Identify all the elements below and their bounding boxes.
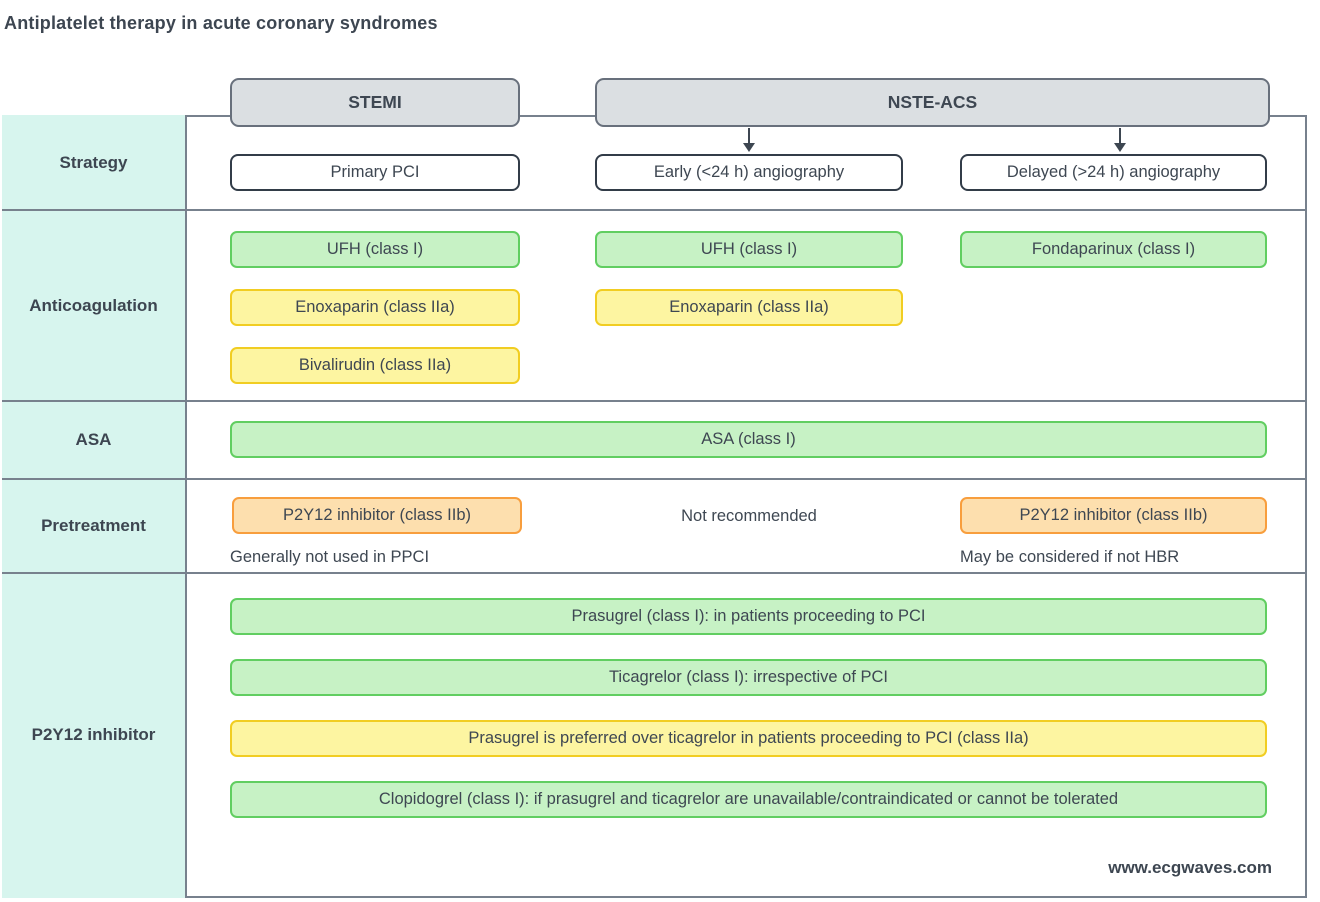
- arrow-shaft: [748, 128, 750, 143]
- arrow-down-icon: [1112, 128, 1128, 152]
- row-divider: [2, 209, 1307, 211]
- arrow-head: [1114, 143, 1126, 152]
- row-divider: [2, 400, 1307, 402]
- row-label-anticoagulation: Anticoagulation: [29, 295, 158, 315]
- row-label-column: [2, 115, 187, 898]
- p2y12-box-prasugrel: Prasugrel (class I): in patients proceed…: [230, 598, 1267, 635]
- p2y12-box-ticagrelor: Ticagrelor (class I): irrespective of PC…: [230, 659, 1267, 696]
- pretreatment-text-early: Not recommended: [681, 506, 817, 525]
- p2y12-box-clopidogrel: Clopidogrel (class I): if prasugrel and …: [230, 781, 1267, 818]
- row-label-p2y12: P2Y12 inhibitor: [31, 725, 156, 744]
- row-divider: [2, 478, 1307, 480]
- drug-box-fondaparinux-delayed: Fondaparinux (class I): [960, 231, 1267, 268]
- drug-box-enoxaparin-stemi: Enoxaparin (class IIa): [230, 289, 520, 326]
- row-label-pretreatment: Pretreatment: [41, 516, 146, 535]
- arrow-shaft: [1119, 128, 1121, 143]
- drug-box-asa: ASA (class I): [230, 421, 1267, 458]
- header-box-nste-acs: NSTE-ACS: [595, 78, 1270, 127]
- strategy-box-primary-pci: Primary PCI: [230, 154, 520, 191]
- pretreatment-note-stemi: Generally not used in PPCI: [230, 548, 430, 566]
- strategy-box-early-angiography: Early (<24 h) angiography: [595, 154, 903, 191]
- arrow-head: [743, 143, 755, 152]
- drug-box-ufh-stemi: UFH (class I): [230, 231, 520, 268]
- row-divider: [2, 572, 1307, 574]
- strategy-box-delayed-angiography: Delayed (>24 h) angiography: [960, 154, 1267, 191]
- header-box-stemi: STEMI: [230, 78, 520, 127]
- pretreatment-box-delayed: P2Y12 inhibitor (class IIb): [960, 497, 1267, 534]
- drug-box-ufh-early: UFH (class I): [595, 231, 903, 268]
- pretreatment-note-delayed: May be considered if not HBR: [960, 548, 1180, 566]
- page-title: Antiplatelet therapy in acute coronary s…: [4, 13, 438, 33]
- row-label-asa: ASA: [75, 430, 112, 449]
- arrow-down-icon: [741, 128, 757, 152]
- drug-box-enoxaparin-early: Enoxaparin (class IIa): [595, 289, 903, 326]
- watermark: www.ecgwaves.com: [1108, 858, 1272, 877]
- row-label-strategy: Strategy: [59, 153, 128, 172]
- pretreatment-box-stemi: P2Y12 inhibitor (class IIb): [232, 497, 522, 534]
- p2y12-box-prasugrel-preferred: Prasugrel is preferred over ticagrelor i…: [230, 720, 1267, 757]
- drug-box-bivalirudin-stemi: Bivalirudin (class IIa): [230, 347, 520, 384]
